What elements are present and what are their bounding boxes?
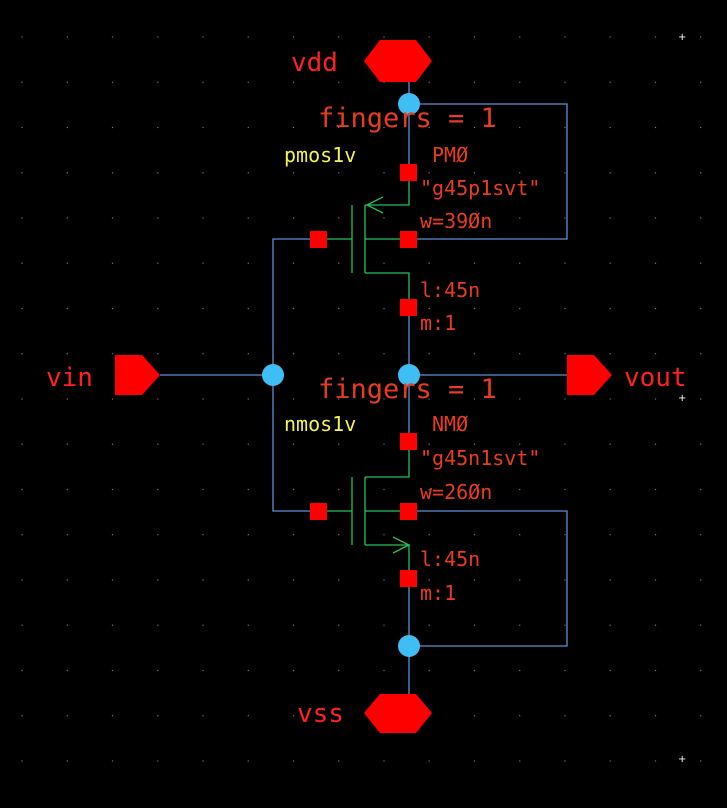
- svg-text:+: +: [678, 393, 686, 404]
- nmos-instance-label: NMØ: [432, 412, 468, 436]
- nmos-fingers-label: fingers = 1: [318, 374, 497, 405]
- vout-pin-label: vout: [624, 363, 687, 393]
- junction-vin[interactable]: [262, 364, 284, 386]
- pmos-instance-label: PMØ: [432, 143, 468, 167]
- labels: vdd vss vin vout fingers = 1 pmos1v PMØ …: [46, 48, 687, 729]
- nmos-gate-terminal[interactable]: [310, 503, 327, 520]
- pmos-multiplier-label: m:1: [420, 311, 456, 335]
- pmos-length-label: l:45n: [420, 278, 480, 302]
- vin-pin[interactable]: [115, 355, 160, 395]
- nmos-cell-label: nmos1v: [284, 412, 356, 436]
- vdd-pin-label: vdd: [291, 48, 338, 78]
- pmos-source-terminal[interactable]: [400, 164, 417, 181]
- wire-nmos-bulk-loop[interactable]: [409, 510, 568, 647]
- vss-pin-label: vss: [297, 699, 344, 729]
- device-terminals: [310, 164, 417, 587]
- nmos-width-label: w=26Øn: [420, 480, 492, 504]
- pmos-width-label: w=39Øn: [420, 209, 492, 233]
- pins: [115, 40, 612, 733]
- pmos-gate-terminal[interactable]: [310, 231, 327, 248]
- pmos-model-label: "g45p1svt": [420, 176, 540, 200]
- svg-text:+: +: [678, 754, 686, 765]
- svg-text:+: +: [678, 32, 686, 43]
- nmos-length-label: l:45n: [420, 547, 480, 571]
- wire-pmos-bulk-loop[interactable]: [409, 103, 568, 240]
- vdd-pin[interactable]: [364, 40, 432, 82]
- pmos-drain-terminal[interactable]: [400, 299, 417, 316]
- nmos-model-label: "g45n1svt": [420, 446, 540, 470]
- nmos-multiplier-label: m:1: [420, 581, 456, 605]
- pmos-bulk-terminal[interactable]: [400, 231, 417, 248]
- vout-pin[interactable]: [567, 355, 612, 395]
- nmos-source-terminal[interactable]: [400, 570, 417, 587]
- junction-vdd[interactable]: [398, 93, 420, 115]
- vss-pin[interactable]: [364, 694, 432, 733]
- grid-dots: + + +: [21, 32, 702, 765]
- nmos-drain-terminal[interactable]: [400, 433, 417, 450]
- nmos-bulk-terminal[interactable]: [400, 503, 417, 520]
- nmos-transistor[interactable]: [318, 441, 411, 578]
- junction-vout[interactable]: [398, 364, 420, 386]
- pmos-cell-label: pmos1v: [284, 143, 356, 167]
- junctions: [262, 93, 420, 657]
- vin-pin-label: vin: [46, 363, 93, 393]
- pmos-transistor[interactable]: [318, 172, 410, 307]
- junction-vss[interactable]: [398, 635, 420, 657]
- pmos-fingers-label: fingers = 1: [318, 103, 497, 134]
